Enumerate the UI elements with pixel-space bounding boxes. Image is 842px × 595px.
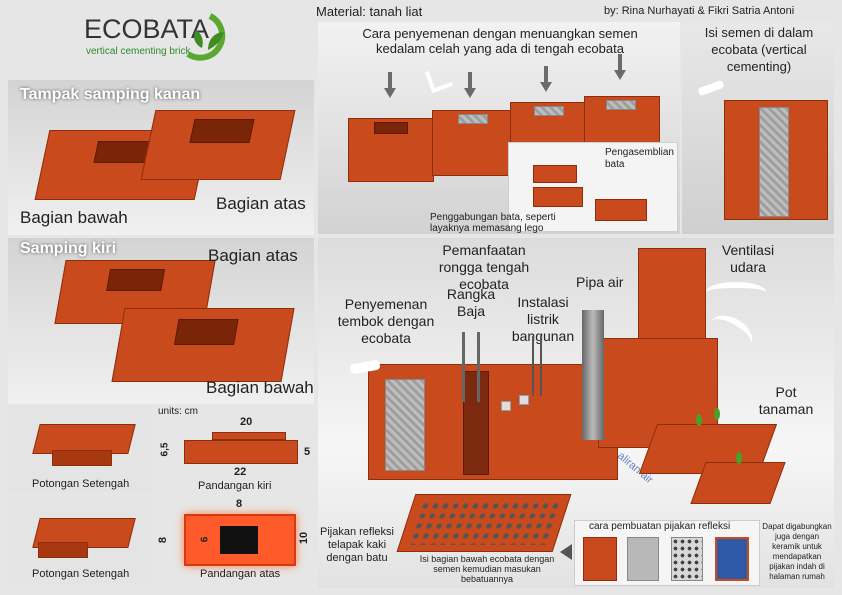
plant-icon [736,452,742,464]
brick-wall-image [348,96,668,186]
pot-label: Pot tanaman [758,384,814,417]
reflexology-path-image [396,494,572,552]
cementing-method-panel: Cara penyemenan dengan menuangkan semen … [318,22,680,234]
rongga-label: Pemanfaatan rongga tengah ecobata [438,242,530,292]
bottom-brick-image-2 [111,308,295,382]
assembly-label: Pengasemblian bata [605,147,674,170]
right-side-title: Tampak samping kanan [20,86,201,103]
instalasi-label: Instalasi listrik bangunan [511,294,575,344]
rangka-label: Rangka Baja [446,286,496,319]
pipe-image [582,310,604,440]
left-view-diagram: units: cm 20 6,5 5 22 Pandangan kiri [154,404,318,494]
material-label: Material: tanah liat [316,4,423,19]
wall-image [368,364,618,480]
down-arrow-icon [540,66,552,92]
left-arrow-icon [560,544,572,560]
half-cut-label-1: Potongan Setengah [32,478,130,490]
top-part-label-2: Bagian atas [208,246,298,265]
cable-image [532,336,542,396]
pipa-label: Pipa air [576,274,624,290]
half-cut-panel-2: Potongan Setengah [8,496,152,584]
dim-20: 20 [240,416,253,428]
isi-bawah-label: Isi bagian bawah ecobata dengan semen ke… [419,554,555,584]
reflexology-steps: cara pembuatan pijakan refleksi [574,520,760,586]
usage-panel: Pemanfaatan rongga tengah ecobata Ventil… [318,238,834,588]
lego-label: Penggabungan bata, seperti layaknya mema… [430,212,556,234]
vertical-cementing-panel: Isi semen di dalam ecobata (vertical cem… [682,22,834,234]
steel-bar-image [462,332,480,402]
half-cut-label-2: Potongan Setengah [32,568,130,580]
top-view-label: Pandangan atas [200,568,281,580]
dim-10: 10 [298,531,311,545]
left-side-panel: Samping kiri Bagian atas Bagian bawah [8,238,314,404]
units-label: units: cm [158,406,199,417]
logo-title: ECOBATA [84,14,210,44]
trowel-icon-2 [697,79,725,97]
column-image [638,248,706,348]
left-view-body [184,440,298,464]
cara-pijakan-label: cara pembuatan pijakan refleksi [589,521,731,532]
trowel-icon [424,64,454,94]
dim-8-top: 8 [236,498,243,510]
leaf-ring-icon [186,13,226,61]
bottom-part-label: Bagian bawah [20,208,128,227]
dim-6-5: 6,5 [159,442,171,457]
left-view-top-piece [212,432,286,440]
ventilasi-label: Ventilasi udara [721,242,775,275]
top-part-label: Bagian atas [216,194,306,213]
cut-wall-image [724,100,828,220]
right-side-panel: Tampak samping kanan Bagian bawah Bagian… [8,80,314,235]
dim-8-left: 8 [157,536,170,544]
left-view-label: Pandangan kiri [198,480,272,492]
plant-icon [714,408,720,420]
left-side-title: Samping kiri [20,240,117,257]
authors-label: by: Rina Nurhayati & Fikri Satria Antoni [604,5,795,17]
dim-5: 5 [304,446,311,458]
logo-subtitle: vertical cementing brick [86,46,191,57]
vertical-cementing-caption: Isi semen di dalam ecobata (vertical cem… [704,25,814,74]
down-arrow-icon [384,72,396,98]
penyemenan-label: Penyemenan tembok dengan ecobata [337,296,435,346]
logo: ECOBATA vertical cementing brick [80,8,230,68]
down-arrow-icon [614,54,626,80]
top-view-diagram: 8 8 6 10 Pandangan atas [154,496,318,586]
dim-6: 6 [199,536,211,543]
bottom-part-label-2: Bagian bawah [206,378,314,397]
planter-image-2 [690,462,786,504]
plant-icon [696,414,702,426]
cementing-caption: Cara penyemenan dengan menuangkan semen … [362,26,638,56]
top-view-brick [184,514,296,566]
dim-22: 22 [234,466,247,478]
air-arrow-icon [706,282,766,302]
pijakan-label: Pijakan refleksi telapak kaki dengan bat… [320,526,394,564]
half-cut-panel-1: Potongan Setengah [8,406,152,492]
down-arrow-icon [464,72,476,98]
top-brick-image [140,110,296,180]
assembly-inset: Pengasemblian bata [508,142,678,232]
keramik-label: Dapat digabungkan juga dengan keramik un… [762,522,832,581]
